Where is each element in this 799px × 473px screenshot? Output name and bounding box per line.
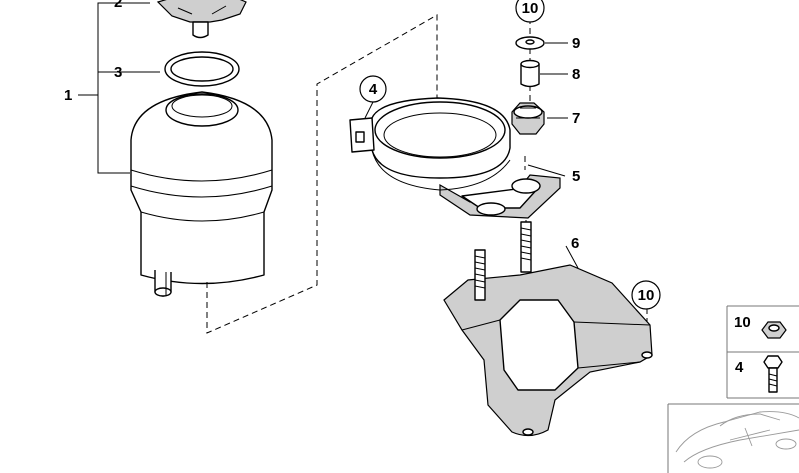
callout-5: 5	[572, 168, 580, 185]
car-location-thumbnail	[667, 403, 799, 473]
callout-label-5: 5	[572, 168, 580, 185]
callout-label-2: 2	[114, 0, 122, 11]
clamp-holder	[349, 97, 561, 219]
callout-2: 2	[114, 0, 122, 11]
callout-label-7: 7	[572, 110, 580, 127]
bolt-icon	[763, 355, 783, 393]
callout-label-10-bracket: 10	[638, 287, 655, 304]
callout-6: 6	[571, 235, 579, 252]
fluid-reservoir	[130, 91, 273, 297]
callout-label-9: 9	[572, 35, 580, 52]
callout-4: 4	[359, 75, 387, 103]
callout-7: 7	[572, 110, 580, 127]
legend-label-bolt: 4	[735, 359, 744, 376]
reservoir-cap	[156, 0, 247, 39]
callout-label-3: 3	[114, 64, 122, 81]
hex-nut-icon	[761, 321, 787, 339]
callout-3: 3	[114, 64, 122, 81]
rubber-buffer	[511, 102, 545, 135]
callout-8: 8	[572, 66, 580, 83]
callout-circle-10-top	[515, 0, 545, 23]
callout-label-6: 6	[571, 235, 579, 252]
group-1-bracket	[78, 2, 160, 174]
callout-circle-4	[359, 75, 387, 103]
callout-10-top: 10	[515, 0, 545, 23]
mounting-bracket	[443, 221, 653, 437]
callout-leaders	[364, 42, 579, 269]
callout-label-10-top: 10	[522, 0, 539, 17]
callout-label-8: 8	[572, 66, 580, 83]
washer	[515, 36, 545, 50]
callout-label-1: 1	[64, 87, 72, 104]
seal-ring	[164, 51, 240, 87]
callout-circle-10-bracket	[631, 280, 661, 310]
legend-label-nut: 10	[734, 314, 751, 331]
callout-1: 1	[64, 87, 72, 104]
callout-label-4: 4	[369, 81, 378, 98]
hardware-legend: 10 4	[726, 305, 799, 399]
callout-10-bracket: 10	[631, 280, 661, 310]
callout-9: 9	[572, 35, 580, 52]
spacer-sleeve	[520, 59, 540, 88]
